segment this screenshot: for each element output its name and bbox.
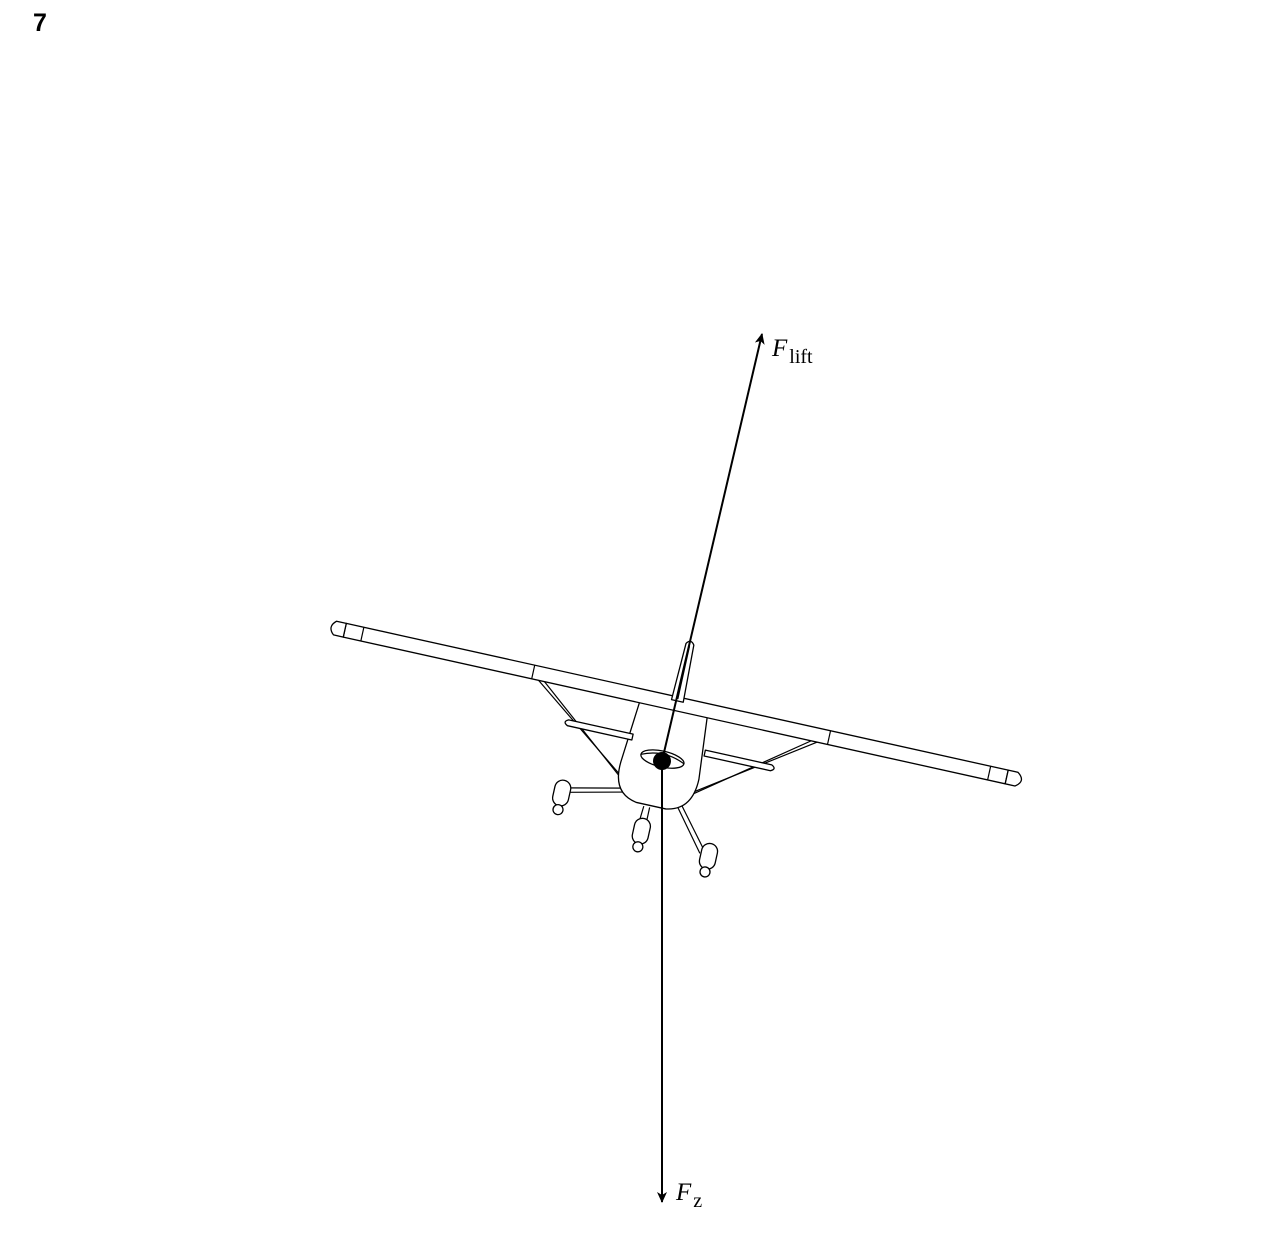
right-wing-tip (1004, 769, 1023, 787)
lift-force-subscript: lift (789, 346, 813, 368)
horizontal-stabilizer (564, 719, 634, 741)
nose-wheel (631, 817, 652, 853)
left-wing-tip (330, 620, 347, 638)
left-wheel (551, 779, 572, 816)
horizontal-stabilizer-right (703, 749, 775, 772)
lift-force-symbol: F (771, 335, 788, 362)
z-force-symbol: F (675, 1179, 692, 1206)
landing-gear (551, 779, 719, 878)
center-of-mass-dot (653, 752, 671, 770)
lift-force-arrow (661, 333, 765, 762)
question-number: 7 (33, 9, 47, 37)
right-wheel (698, 842, 719, 878)
z-force-subscript: z (693, 1190, 702, 1212)
airplane (330, 620, 1023, 878)
